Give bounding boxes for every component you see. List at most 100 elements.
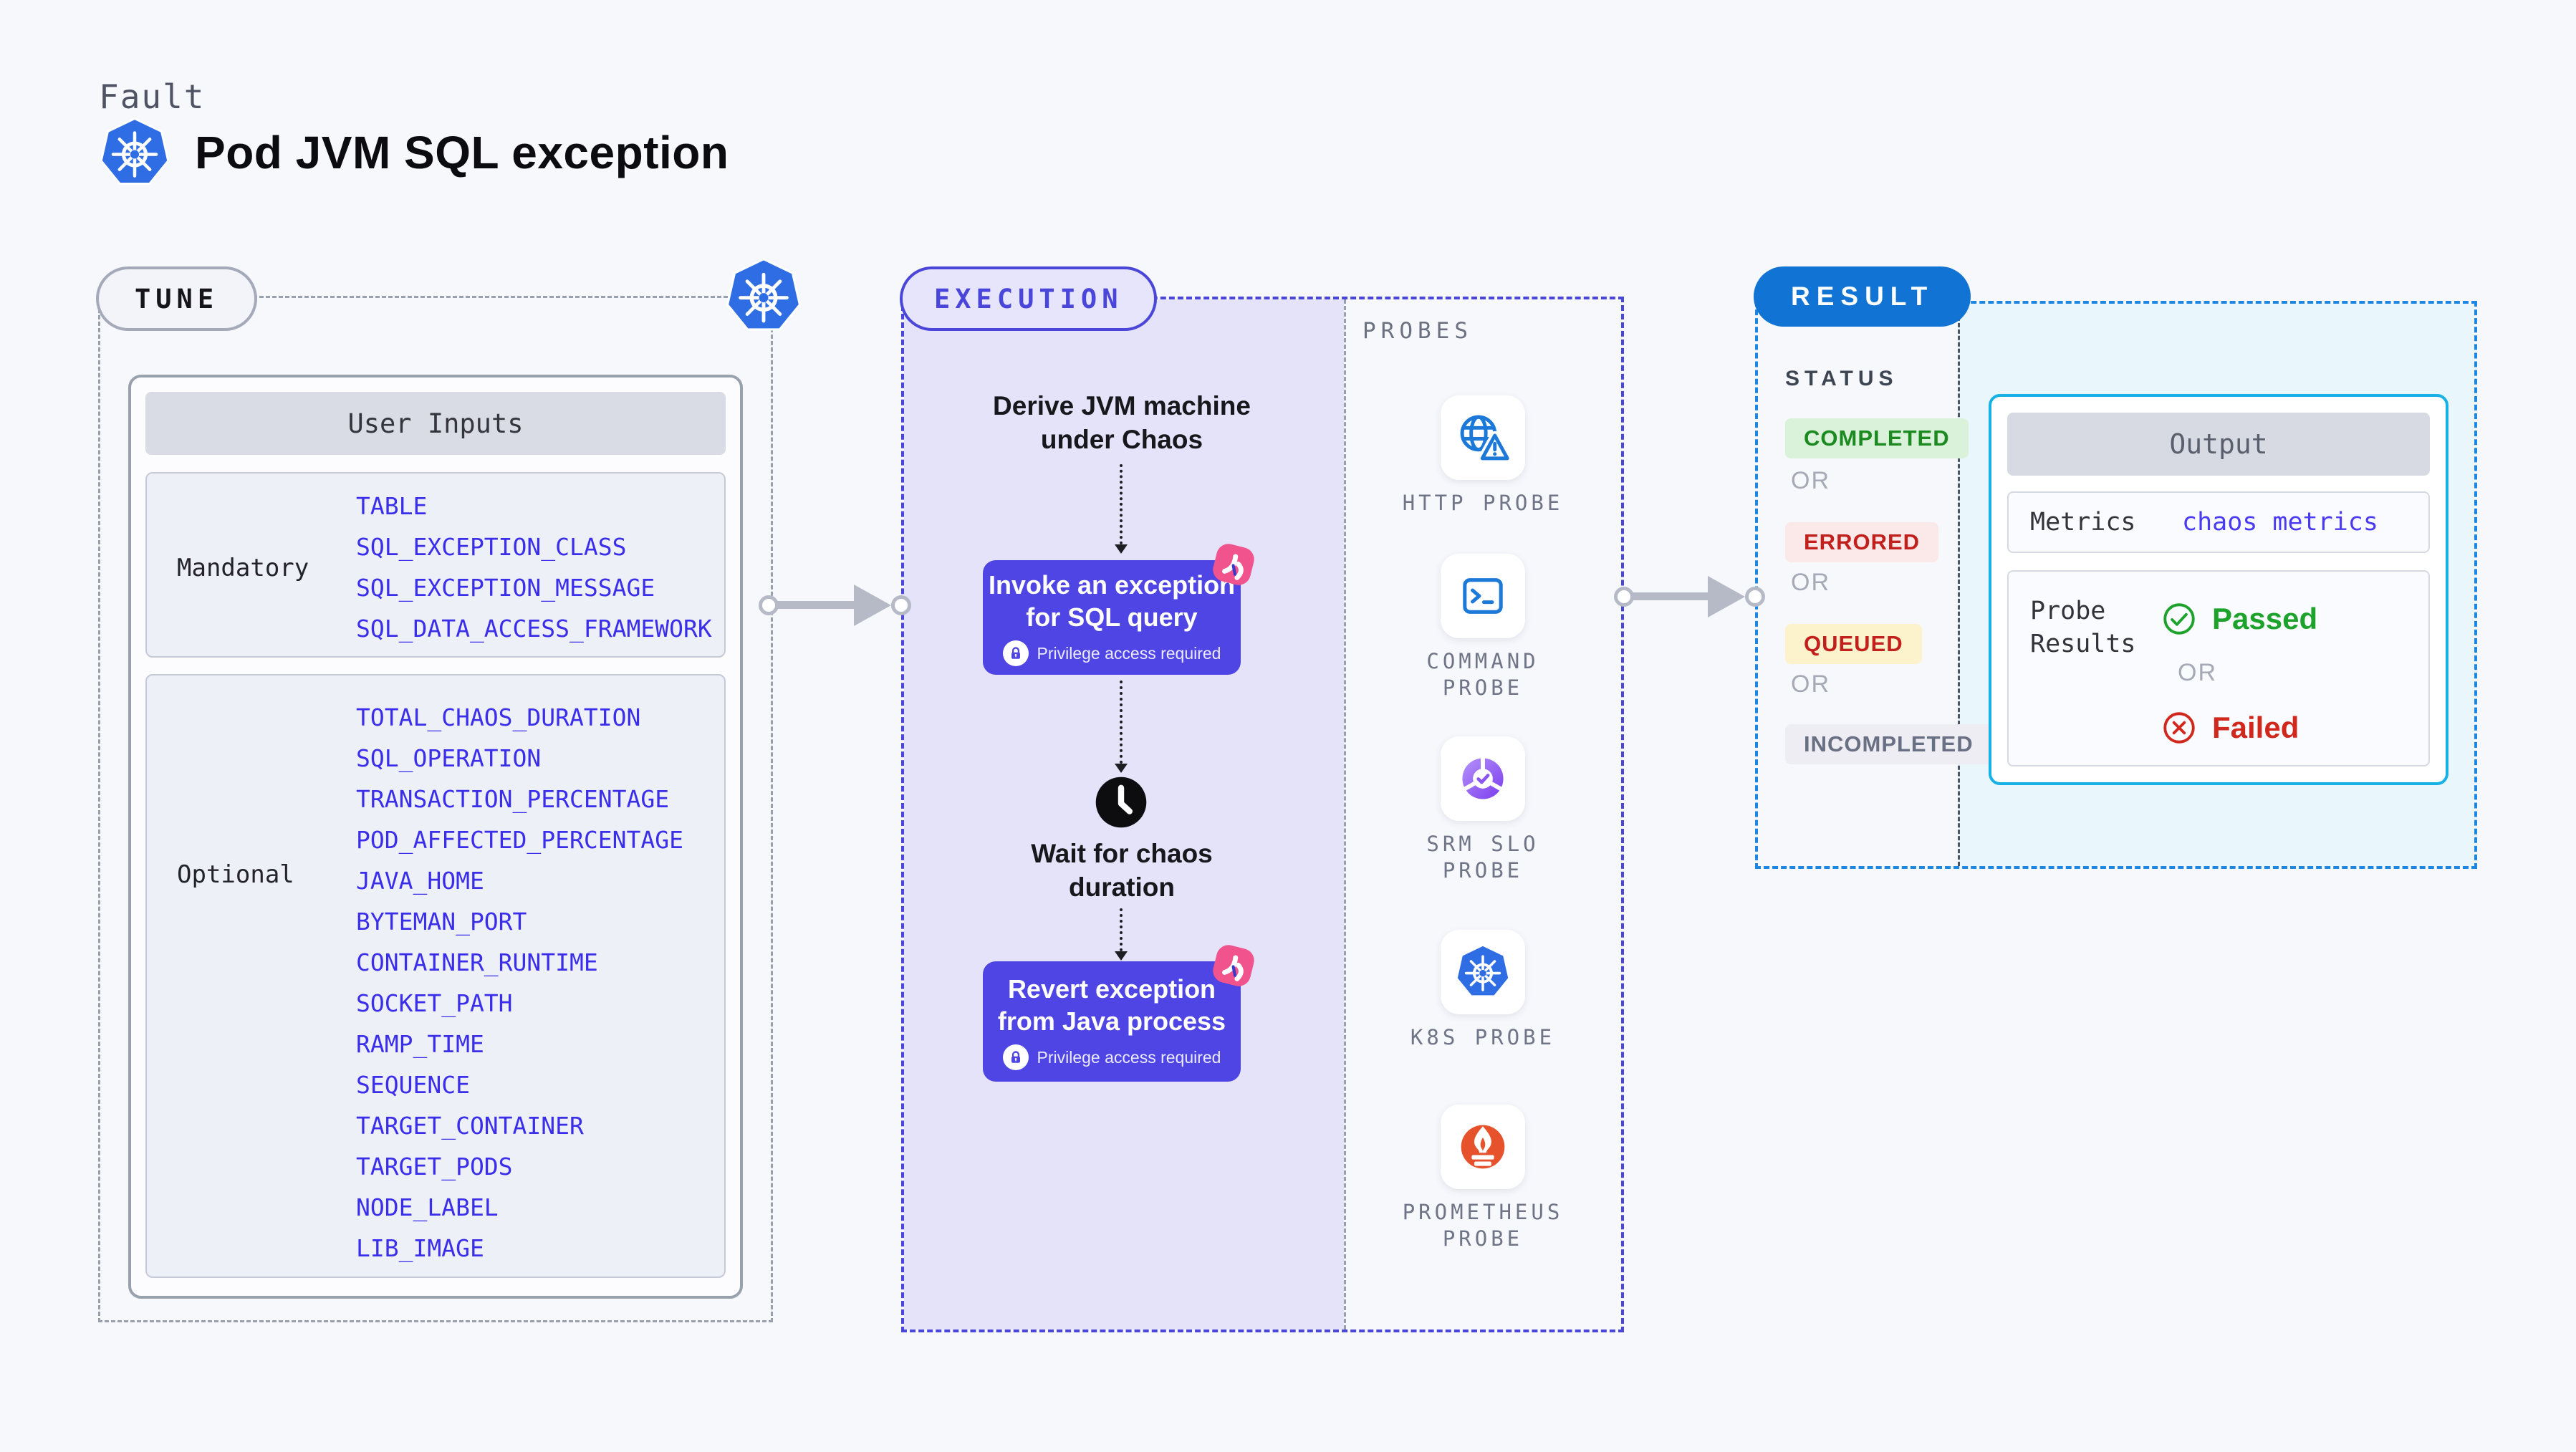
status-badge-incompleted: INCOMPLETED bbox=[1785, 724, 1992, 764]
mandatory-param-list: TABLE SQL_EXCEPTION_CLASS SQL_EXCEPTION_ME… bbox=[356, 486, 712, 649]
probe-label: COMMAND PROBE bbox=[1426, 649, 1539, 700]
optional-param: TOTAL_CHAOS_DURATION bbox=[356, 703, 641, 731]
arrow-shaft bbox=[775, 601, 855, 609]
user-inputs-header: User Inputs bbox=[145, 392, 726, 455]
failed-verdict: Failed bbox=[2161, 709, 2299, 746]
step-revert-exception: Revert exception from Java process Privi… bbox=[983, 961, 1241, 1082]
flow-connector bbox=[1120, 464, 1123, 544]
probe-results-label: Probe Results bbox=[2030, 597, 2136, 658]
terminal-icon bbox=[1457, 570, 1509, 622]
probe-label: SRM SLO PROBE bbox=[1426, 832, 1539, 883]
privilege-note: Privilege access required bbox=[1037, 643, 1221, 663]
slo-donut-check-icon bbox=[1453, 749, 1513, 809]
flow-connector bbox=[1120, 908, 1123, 951]
kubernetes-icon bbox=[725, 256, 802, 336]
status-badge-queued: QUEUED bbox=[1785, 624, 1922, 664]
optional-param: SEQUENCE bbox=[356, 1071, 470, 1099]
privilege-note: Privilege access required bbox=[1037, 1047, 1221, 1067]
mandatory-param: SQL_EXCEPTION_CLASS bbox=[356, 533, 627, 561]
tune-badge: TUNE bbox=[96, 266, 258, 331]
arrow-right-icon bbox=[854, 585, 891, 626]
or-separator: OR bbox=[1791, 670, 1830, 698]
optional-param: SQL_OPERATION bbox=[356, 744, 542, 772]
optional-param: LIB_IMAGE bbox=[356, 1234, 484, 1262]
probes-divider bbox=[1344, 299, 1346, 1330]
arrow-down-icon bbox=[1115, 764, 1128, 773]
probe-label: HTTP PROBE bbox=[1402, 491, 1564, 515]
or-separator: OR bbox=[2178, 659, 2217, 686]
http-probe-card bbox=[1441, 395, 1525, 480]
connector-dot bbox=[891, 595, 911, 615]
lock-icon bbox=[1002, 1044, 1029, 1070]
kubernetes-icon bbox=[1455, 943, 1511, 1001]
output-header: Output bbox=[2007, 413, 2430, 476]
probe-label: K8S PROBE bbox=[1410, 1025, 1556, 1049]
failed-label: Failed bbox=[2212, 711, 2299, 744]
flow-connector bbox=[1120, 681, 1123, 764]
optional-param: TARGET_CONTAINER bbox=[356, 1112, 584, 1140]
arrow-shaft bbox=[1630, 592, 1709, 600]
mandatory-param: SQL_EXCEPTION_MESSAGE bbox=[356, 574, 655, 602]
prometheus-flame-icon bbox=[1453, 1117, 1512, 1176]
metrics-label: Metrics bbox=[2030, 508, 2136, 537]
output-card: Output Metrics chaos metrics Probe Resul… bbox=[1989, 394, 2448, 785]
or-separator: OR bbox=[1791, 569, 1830, 596]
optional-param: BYTEMAN_PORT bbox=[356, 908, 527, 936]
status-badge-completed: COMPLETED bbox=[1785, 418, 1969, 458]
k8s-probe-card bbox=[1441, 930, 1525, 1014]
arrow-down-icon bbox=[1115, 544, 1128, 554]
optional-param: NODE_LABEL bbox=[356, 1193, 499, 1221]
step-wait-duration: Wait for chaos duration bbox=[1031, 839, 1213, 902]
step-invoke-exception: Invoke an exception for SQL query Privil… bbox=[983, 560, 1241, 675]
metrics-value: chaos metrics bbox=[2182, 508, 2378, 537]
step-derive-jvm: Derive JVM machine under Chaos bbox=[993, 391, 1251, 454]
check-circle-icon bbox=[2161, 600, 2198, 638]
prometheus-probe-card bbox=[1441, 1105, 1525, 1189]
step-revert-label: Revert exception from Java process bbox=[997, 974, 1226, 1036]
probe-results-row: Probe Results Passed OR Failed bbox=[2007, 570, 2430, 766]
passed-label: Passed bbox=[2212, 602, 2318, 635]
privilege-row: Privilege access required bbox=[1002, 1044, 1221, 1070]
srm-slo-probe-card bbox=[1441, 736, 1525, 821]
status-badge-errored: ERRORED bbox=[1785, 522, 1939, 562]
optional-param: SOCKET_PATH bbox=[356, 989, 513, 1017]
optional-param: JAVA_HOME bbox=[356, 867, 484, 895]
mandatory-label: Mandatory bbox=[177, 554, 309, 582]
step-invoke-label: Invoke an exception for SQL query bbox=[988, 570, 1236, 632]
fault-kicker: Fault bbox=[99, 77, 206, 116]
clock-icon bbox=[1091, 772, 1151, 832]
result-badge: RESULT bbox=[1754, 266, 1971, 327]
chaos-pinwheel-icon bbox=[1206, 537, 1261, 592]
metrics-row: Metrics chaos metrics bbox=[2007, 491, 2430, 553]
tune-panel bbox=[98, 296, 773, 1322]
or-separator: OR bbox=[1791, 467, 1830, 494]
command-probe-card bbox=[1441, 554, 1525, 638]
status-title: STATUS bbox=[1785, 367, 1898, 390]
mandatory-section: Mandatory TABLE SQL_EXCEPTION_CLASS SQL_EX… bbox=[145, 472, 726, 658]
connector-dot bbox=[759, 595, 779, 615]
probe-label: PROMETHEUS PROBE bbox=[1402, 1200, 1564, 1251]
privilege-row: Privilege access required bbox=[1002, 640, 1221, 666]
connector-dot bbox=[1745, 587, 1765, 607]
passed-verdict: Passed bbox=[2161, 600, 2317, 638]
page-title: Pod JVM SQL exception bbox=[195, 127, 729, 178]
optional-label: Optional bbox=[177, 860, 294, 889]
kubernetes-icon bbox=[99, 116, 170, 190]
optional-param: CONTAINER_RUNTIME bbox=[356, 948, 598, 976]
status-output-divider bbox=[1958, 304, 1960, 866]
connector-dot bbox=[1614, 587, 1634, 607]
mandatory-param: TABLE bbox=[356, 492, 428, 520]
execution-badge: EXECUTION bbox=[900, 266, 1158, 331]
optional-param: TRANSACTION_PERCENTAGE bbox=[356, 785, 670, 813]
optional-param-list: TOTAL_CHAOS_DURATION SQL_OPERATION TRANSAC… bbox=[356, 697, 683, 1269]
probes-title: PROBES bbox=[1363, 318, 1473, 344]
globe-alert-icon bbox=[1456, 410, 1510, 465]
optional-param: TARGET_PODS bbox=[356, 1153, 513, 1181]
chaos-pinwheel-icon bbox=[1206, 938, 1261, 993]
optional-param: RAMP_TIME bbox=[356, 1030, 484, 1058]
arrow-right-icon bbox=[1708, 576, 1745, 617]
x-circle-icon bbox=[2161, 709, 2198, 746]
mandatory-param: SQL_DATA_ACCESS_FRAMEWORK bbox=[356, 615, 712, 643]
lock-icon bbox=[1002, 640, 1029, 666]
